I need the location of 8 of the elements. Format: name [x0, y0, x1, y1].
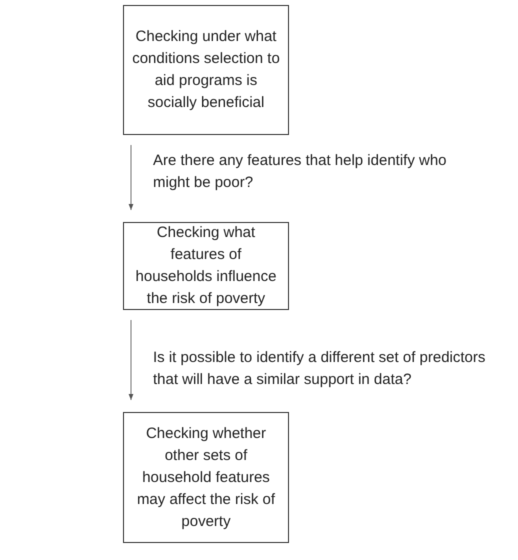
arrow [128, 144, 134, 210]
box-text: Checking what features of households influence the risk of poverty [134, 223, 278, 309]
box-text: Checking under what conditions selection to aid programs is socially beneficial [132, 27, 280, 113]
process-box [123, 222, 289, 310]
process-box [123, 5, 289, 135]
arrow [128, 320, 134, 400]
process-box [123, 412, 289, 543]
box-text: Checking whether other sets of household features may affect the risk of poverty [136, 424, 276, 532]
